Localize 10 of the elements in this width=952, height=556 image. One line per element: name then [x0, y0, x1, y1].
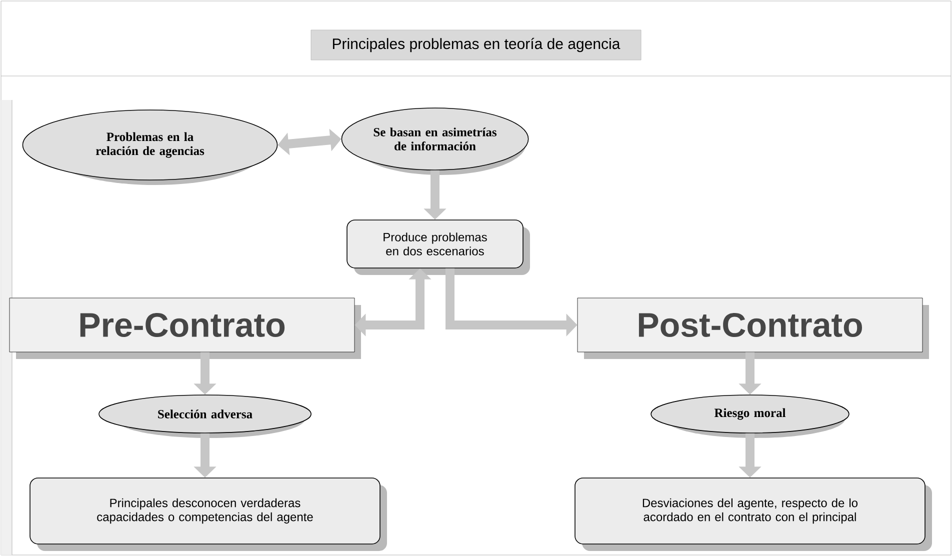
ellipse-node: Problemas en la relación de agencias [22, 110, 278, 185]
ellipse-node: Selección adversa [98, 394, 312, 438]
rounded-box: Principales desconocen verdaderas capacidades o competencias del agente [30, 478, 387, 551]
stage-banner: Post-Contrato [577, 298, 929, 359]
stage-banner: Pre-Contrato [9, 298, 361, 359]
title-box: Principales problemas en teoría de agencia [310, 30, 642, 60]
ellipse-node: Se basan en asimetrías de información [341, 108, 529, 175]
rounded-box: Produce problemas en dos escenarios [346, 220, 530, 275]
ellipse-node: Riesgo moral [650, 394, 850, 438]
rounded-box: Desviaciones del agente, respecto de lo acordado en el contrato con el principal [574, 478, 932, 551]
